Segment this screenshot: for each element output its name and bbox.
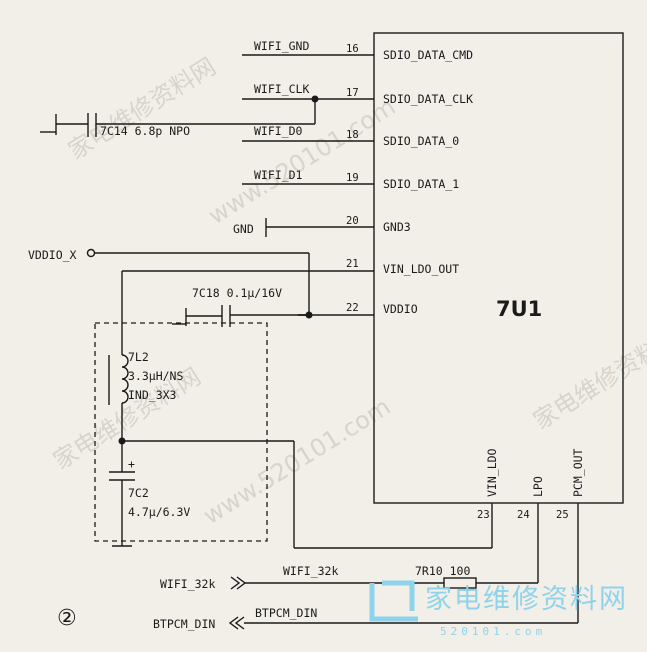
capacitor-7c2: + 7C2 4.7μ/6.3V [109, 441, 190, 547]
label-7l2-value: 3.3μH/NS [128, 369, 183, 383]
pin-name: LPO [531, 476, 545, 497]
label-7c14: 7C14 6.8p NPO [100, 124, 190, 138]
brand-logo: 家电维修资料网 520101.com [369, 580, 628, 638]
bottom-pins: VIN_LDO 23 LPO 24 PCM_OUT 25 [477, 448, 585, 623]
pin-name: SDIO_DATA_CMD [383, 48, 473, 62]
ic-7u1-body [373, 32, 624, 504]
net-label-vddio-x: VDDIO_X [28, 248, 77, 262]
net-label-wifi-clk: WIFI_CLK [254, 82, 309, 96]
pin-number: 20 [346, 215, 359, 227]
pin-number: 19 [346, 172, 359, 184]
pin-number: 18 [346, 129, 359, 141]
net-label-btpcm-output: BTPCM_DIN [153, 617, 215, 631]
pin-name: VDDIO [383, 302, 418, 316]
brand-mark-icon [369, 583, 418, 622]
label-7c18: 7C18 0.1μ/16V [192, 286, 282, 300]
pin-number: 24 [517, 509, 530, 521]
net-label-wifi-d0: WIFI_D0 [254, 124, 303, 138]
figure-number: ② [57, 606, 77, 631]
net-label-wifi-d1: WIFI_D1 [254, 168, 303, 182]
pin-number: 25 [556, 509, 569, 521]
inductor-7l2: 7L2 3.3μH/NS IND_3X3 [108, 271, 183, 441]
ic-7u1-label: 7U1 [496, 297, 542, 321]
pin-name: SDIO_DATA_CLK [383, 92, 473, 106]
btpcm-din-net: BTPCM_DIN BTPCM_DIN [153, 606, 578, 631]
vddio-net: VDDIO_X [28, 248, 313, 319]
brand-name: 家电维修资料网 [425, 584, 628, 615]
watermark-url: www.520101.com [203, 93, 400, 231]
pin-name: GND3 [383, 220, 411, 234]
pin-number: 16 [346, 43, 359, 55]
label-7l2-package: IND_3X3 [128, 388, 177, 402]
dashed-group-box [94, 322, 268, 542]
brand-url: 520101.com [440, 625, 546, 638]
net-label-gnd: GND [233, 222, 254, 236]
capacitor-7c14: 7C14 6.8p NPO [40, 99, 316, 138]
label-7c2-value: 4.7μ/6.3V [128, 505, 190, 519]
net-label-wifi-32k-wire: WIFI_32k [283, 564, 338, 578]
terminal-vddio [86, 248, 96, 258]
pin-number: 23 [477, 509, 490, 521]
watermark-cn: 家电维修资料网 [528, 322, 647, 435]
net-label-wifi-gnd: WIFI_GND [254, 39, 309, 53]
pin-name: PCM_OUT [571, 448, 585, 497]
net-label-btpcm-wire: BTPCM_DIN [255, 606, 317, 620]
label-7c2-ref: 7C2 [128, 486, 149, 500]
watermark-cn: 家电维修资料网 [63, 52, 220, 165]
label-7l2-ref: 7L2 [128, 350, 149, 364]
wifi-32k-net: WIFI_32k WIFI_32k 7R10 100 [160, 564, 539, 591]
pin-number: 22 [346, 302, 359, 314]
pin-number: 21 [346, 258, 359, 270]
label-7r10: 7R10 100 [415, 564, 470, 578]
watermark-url: www.520101.com [198, 393, 395, 531]
pin-name: SDIO_DATA_0 [383, 134, 459, 148]
pin-name: VIN_LDO [485, 448, 499, 497]
pin-number: 17 [346, 87, 359, 99]
net-label-wifi-32k-input: WIFI_32k [160, 577, 215, 591]
label-7c2-polarity: + [128, 457, 135, 471]
left-pins: WIFI_GND 16 SDIO_DATA_CMD WIFI_CLK 17 SD… [122, 39, 473, 316]
pin-name: VIN_LDO_OUT [383, 262, 459, 276]
pin-name: SDIO_DATA_1 [383, 177, 459, 191]
capacitor-7c18: 7C18 0.1μ/16V [172, 286, 309, 327]
